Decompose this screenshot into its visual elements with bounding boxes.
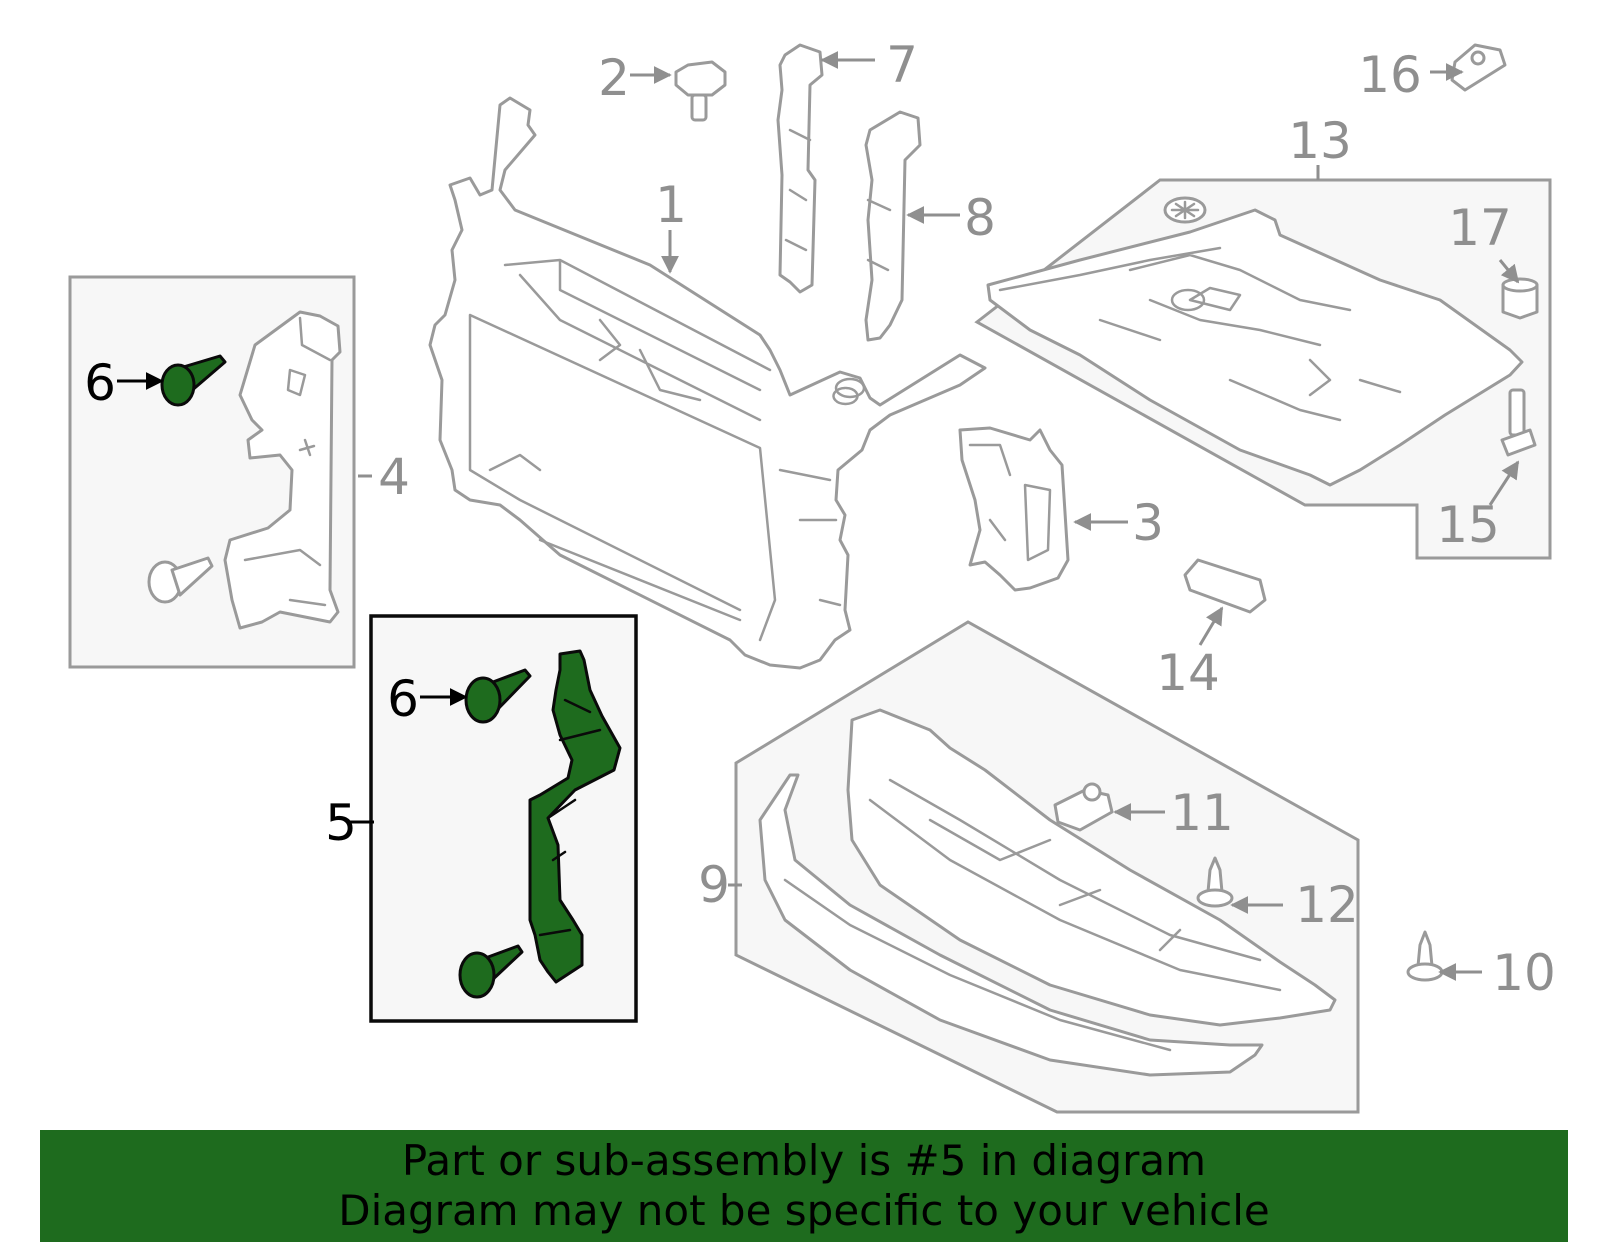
callout-11: 11 xyxy=(1170,784,1234,842)
callout-16: 16 xyxy=(1358,46,1422,104)
callout-10: 10 xyxy=(1492,944,1556,1002)
callout-7: 7 xyxy=(886,36,918,94)
leader-lines xyxy=(117,51,1520,981)
part-9-lower-deflector xyxy=(846,708,1337,1027)
info-banner-bg xyxy=(40,1130,1568,1242)
part-15-stud xyxy=(1500,388,1537,457)
callout-5: 5 xyxy=(325,794,357,852)
callout-2: 2 xyxy=(598,49,630,107)
part-17-bumper xyxy=(1501,277,1539,320)
callout-6-box5: 6 xyxy=(387,670,419,728)
callout-14: 14 xyxy=(1156,644,1220,702)
push-pin-6-box5-upper xyxy=(464,668,532,724)
part-3-bracket xyxy=(958,426,1070,592)
push-pin-6-box5-lower xyxy=(458,944,524,999)
banner-line-2: Diagram may not be specific to your vehi… xyxy=(338,1186,1270,1235)
part-1-radiator-support xyxy=(428,96,987,670)
banner-line-1: Part or sub-assembly is #5 in diagram xyxy=(401,1136,1207,1185)
part-14-sensor xyxy=(1183,558,1267,614)
part-8-brace xyxy=(864,110,922,342)
part-11-clip xyxy=(1053,782,1114,832)
push-pin-gray xyxy=(147,556,214,604)
part-13-splash-shield xyxy=(986,208,1524,487)
callout-12: 12 xyxy=(1295,876,1359,934)
callout-1: 1 xyxy=(655,176,687,234)
callout-15: 15 xyxy=(1436,496,1500,554)
callout-6-upper-left: 6 xyxy=(84,354,116,412)
part-5-air-guide-bracket[interactable] xyxy=(528,649,622,984)
part-7-brace xyxy=(776,43,824,294)
callout-9: 9 xyxy=(698,856,730,914)
part-10-push-rivet xyxy=(1406,930,1444,982)
callout-17: 17 xyxy=(1448,199,1512,257)
part-2-bolt xyxy=(674,60,727,122)
callout-4: 4 xyxy=(378,448,410,506)
part-4-air-deflector xyxy=(223,310,342,630)
part-9-bumper-lip xyxy=(758,773,1264,1077)
callout-3: 3 xyxy=(1132,494,1164,552)
info-banner: Part or sub-assembly is #5 in diagram Di… xyxy=(40,1130,1568,1242)
callout-13: 13 xyxy=(1288,112,1352,170)
part-12-push-rivet xyxy=(1196,856,1234,908)
drain-plug-icon xyxy=(1163,196,1207,224)
callout-8: 8 xyxy=(964,189,996,247)
part-16-clip xyxy=(1450,43,1507,92)
